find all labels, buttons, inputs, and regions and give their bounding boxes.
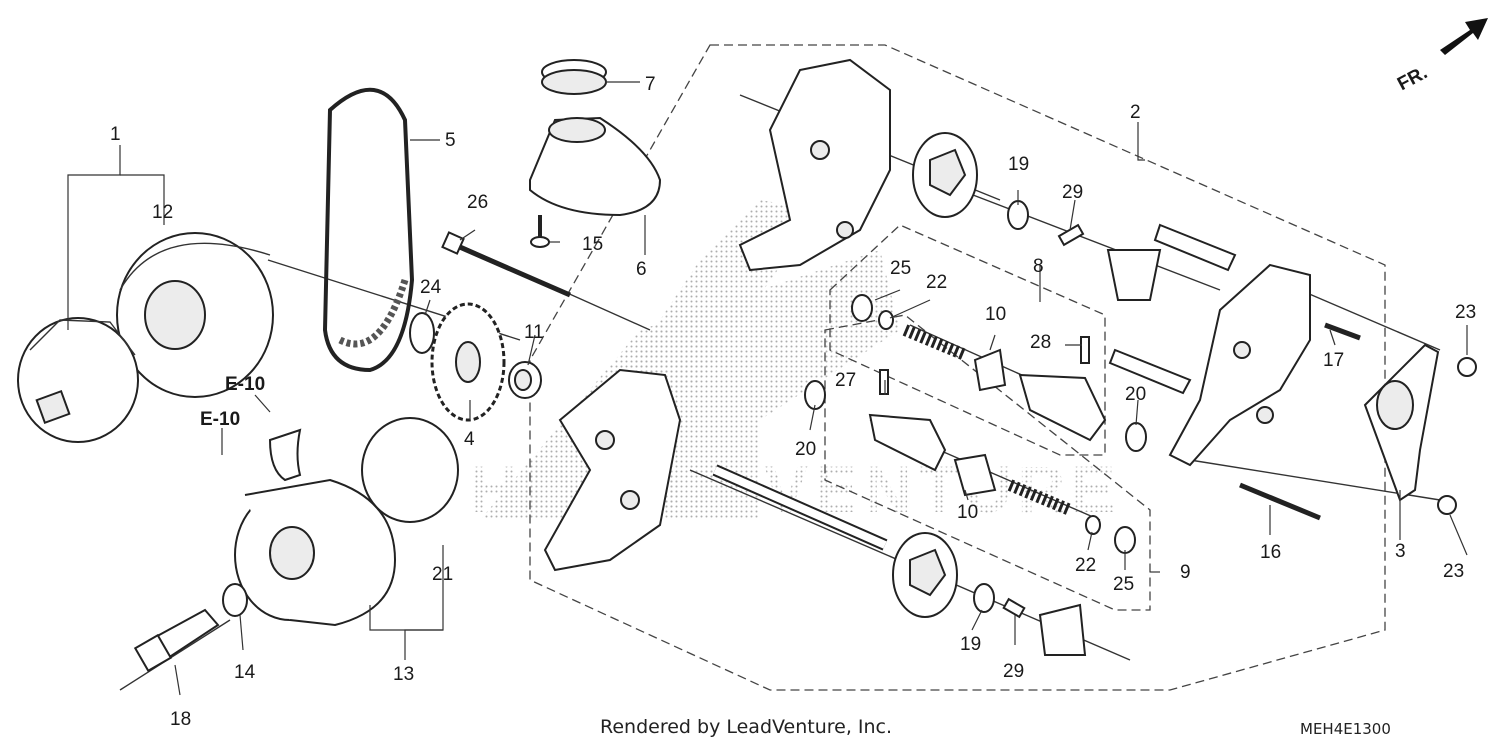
tubes bbox=[1108, 223, 1237, 395]
callout-17: 18 bbox=[170, 709, 191, 730]
callout-labels: 1 12 5 26 24 4 11 7 15 6 2 19 29 8 25 22… bbox=[110, 74, 1476, 730]
dowel-pin-upper bbox=[1057, 223, 1085, 247]
valve-sleeve-lower bbox=[953, 453, 997, 497]
callout-1: 1 bbox=[110, 124, 121, 145]
callout-13: 13 bbox=[393, 664, 414, 685]
callout-19-upper: 19 bbox=[1008, 154, 1029, 175]
callout-29-lower: 29 bbox=[1003, 661, 1024, 682]
snap-ring bbox=[409, 312, 435, 354]
cover-bolt bbox=[1239, 482, 1321, 521]
long-bolt bbox=[441, 231, 571, 298]
callout-10-lower: 10 bbox=[957, 502, 978, 523]
o-ring-20-left bbox=[804, 380, 826, 410]
relief-valve-9 bbox=[868, 413, 947, 472]
sealing-washer bbox=[222, 583, 248, 617]
inner-rotor-lower bbox=[1038, 603, 1087, 656]
callout-8: 8 bbox=[1033, 256, 1044, 277]
callout-15: 15 bbox=[582, 234, 603, 255]
callout-2: 2 bbox=[1130, 102, 1141, 123]
callout-19-lower: 19 bbox=[960, 634, 981, 655]
callout-23-upper: 23 bbox=[1455, 302, 1476, 323]
dowel-23-lower bbox=[1437, 495, 1457, 515]
callout-20-right: 20 bbox=[1125, 384, 1146, 405]
callout-22-upper: 22 bbox=[926, 272, 947, 293]
oil-filter bbox=[116, 232, 274, 398]
pump-washer-upper bbox=[1007, 200, 1029, 230]
assembly-outline-8 bbox=[829, 224, 1106, 456]
oil-filter-cap bbox=[17, 317, 139, 443]
callout-12: 12 bbox=[152, 202, 173, 223]
callout-14: 14 bbox=[234, 662, 256, 683]
valve-washers bbox=[851, 294, 1136, 554]
callout-20-left: 20 bbox=[795, 439, 816, 460]
callout-25-upper: 25 bbox=[890, 258, 911, 279]
diagram-code: MEH4E1300 bbox=[1300, 720, 1391, 738]
callout-6: 6 bbox=[636, 259, 647, 280]
inner-rotor-upper bbox=[1106, 249, 1162, 301]
needle-bearing bbox=[508, 361, 542, 399]
spring-8 bbox=[902, 324, 968, 361]
pump-body-left bbox=[543, 368, 682, 572]
callout-7: 7 bbox=[645, 74, 656, 95]
drive-sprocket bbox=[430, 302, 506, 422]
assembly-outline-9 bbox=[824, 314, 1151, 611]
assembly-outline-2 bbox=[529, 44, 1386, 691]
callout-28: 28 bbox=[1030, 332, 1051, 353]
callout-16: 16 bbox=[1260, 542, 1281, 563]
callout-24: 24 bbox=[420, 277, 442, 298]
pump-shaft bbox=[712, 464, 888, 551]
callout-29-upper: 29 bbox=[1062, 182, 1083, 203]
union-bolt bbox=[133, 608, 220, 673]
callout-9: 9 bbox=[1180, 562, 1191, 583]
callout-26: 26 bbox=[467, 192, 488, 213]
callout-5: 5 bbox=[445, 130, 456, 151]
credit-text: Rendered by LeadVenture, Inc. bbox=[600, 716, 893, 738]
valve-pins bbox=[879, 336, 1090, 395]
reference-e10-upper: E-10 bbox=[225, 374, 265, 395]
relief-valve-8 bbox=[1018, 373, 1107, 442]
callout-21: 21 bbox=[432, 564, 453, 585]
callout-11: 11 bbox=[524, 322, 544, 343]
dowel-23-upper bbox=[1457, 357, 1477, 377]
callout-18: 17 bbox=[1323, 350, 1344, 371]
oil-strainer bbox=[529, 116, 662, 217]
spring-9 bbox=[1007, 479, 1073, 516]
pump-washer-lower bbox=[973, 583, 995, 613]
callout-4: 4 bbox=[464, 429, 475, 450]
cam-chain bbox=[322, 87, 415, 373]
pump-gasket bbox=[1363, 343, 1440, 502]
pump-cover bbox=[1168, 263, 1311, 467]
valve-sleeve-upper bbox=[973, 348, 1007, 392]
rotor-upper bbox=[912, 132, 978, 218]
small-bolt bbox=[1324, 322, 1361, 341]
callout-10-upper: 10 bbox=[985, 304, 1006, 325]
reference-e10-lower: E-10 bbox=[200, 409, 240, 430]
strainer-bolt bbox=[530, 215, 550, 248]
oil-cooler bbox=[234, 428, 397, 627]
front-direction-arrow: FR. bbox=[1394, 18, 1488, 95]
cooler-o-ring bbox=[361, 417, 459, 523]
callout-22-lower: 22 bbox=[1075, 555, 1096, 576]
callout-25-lower: 25 bbox=[1113, 574, 1134, 595]
leader-lines bbox=[67, 81, 1468, 696]
callout-3: 3 bbox=[1395, 541, 1406, 562]
oil-strainer-seal bbox=[541, 59, 607, 95]
rotor-lower bbox=[892, 532, 958, 618]
dowel-pin-lower bbox=[1002, 597, 1026, 619]
callout-23-lower: 23 bbox=[1443, 561, 1464, 582]
o-ring-20-right bbox=[1125, 422, 1147, 452]
svg-text:FR.: FR. bbox=[1394, 62, 1431, 95]
pump-body-top bbox=[738, 58, 891, 272]
callout-27: 27 bbox=[835, 370, 856, 391]
